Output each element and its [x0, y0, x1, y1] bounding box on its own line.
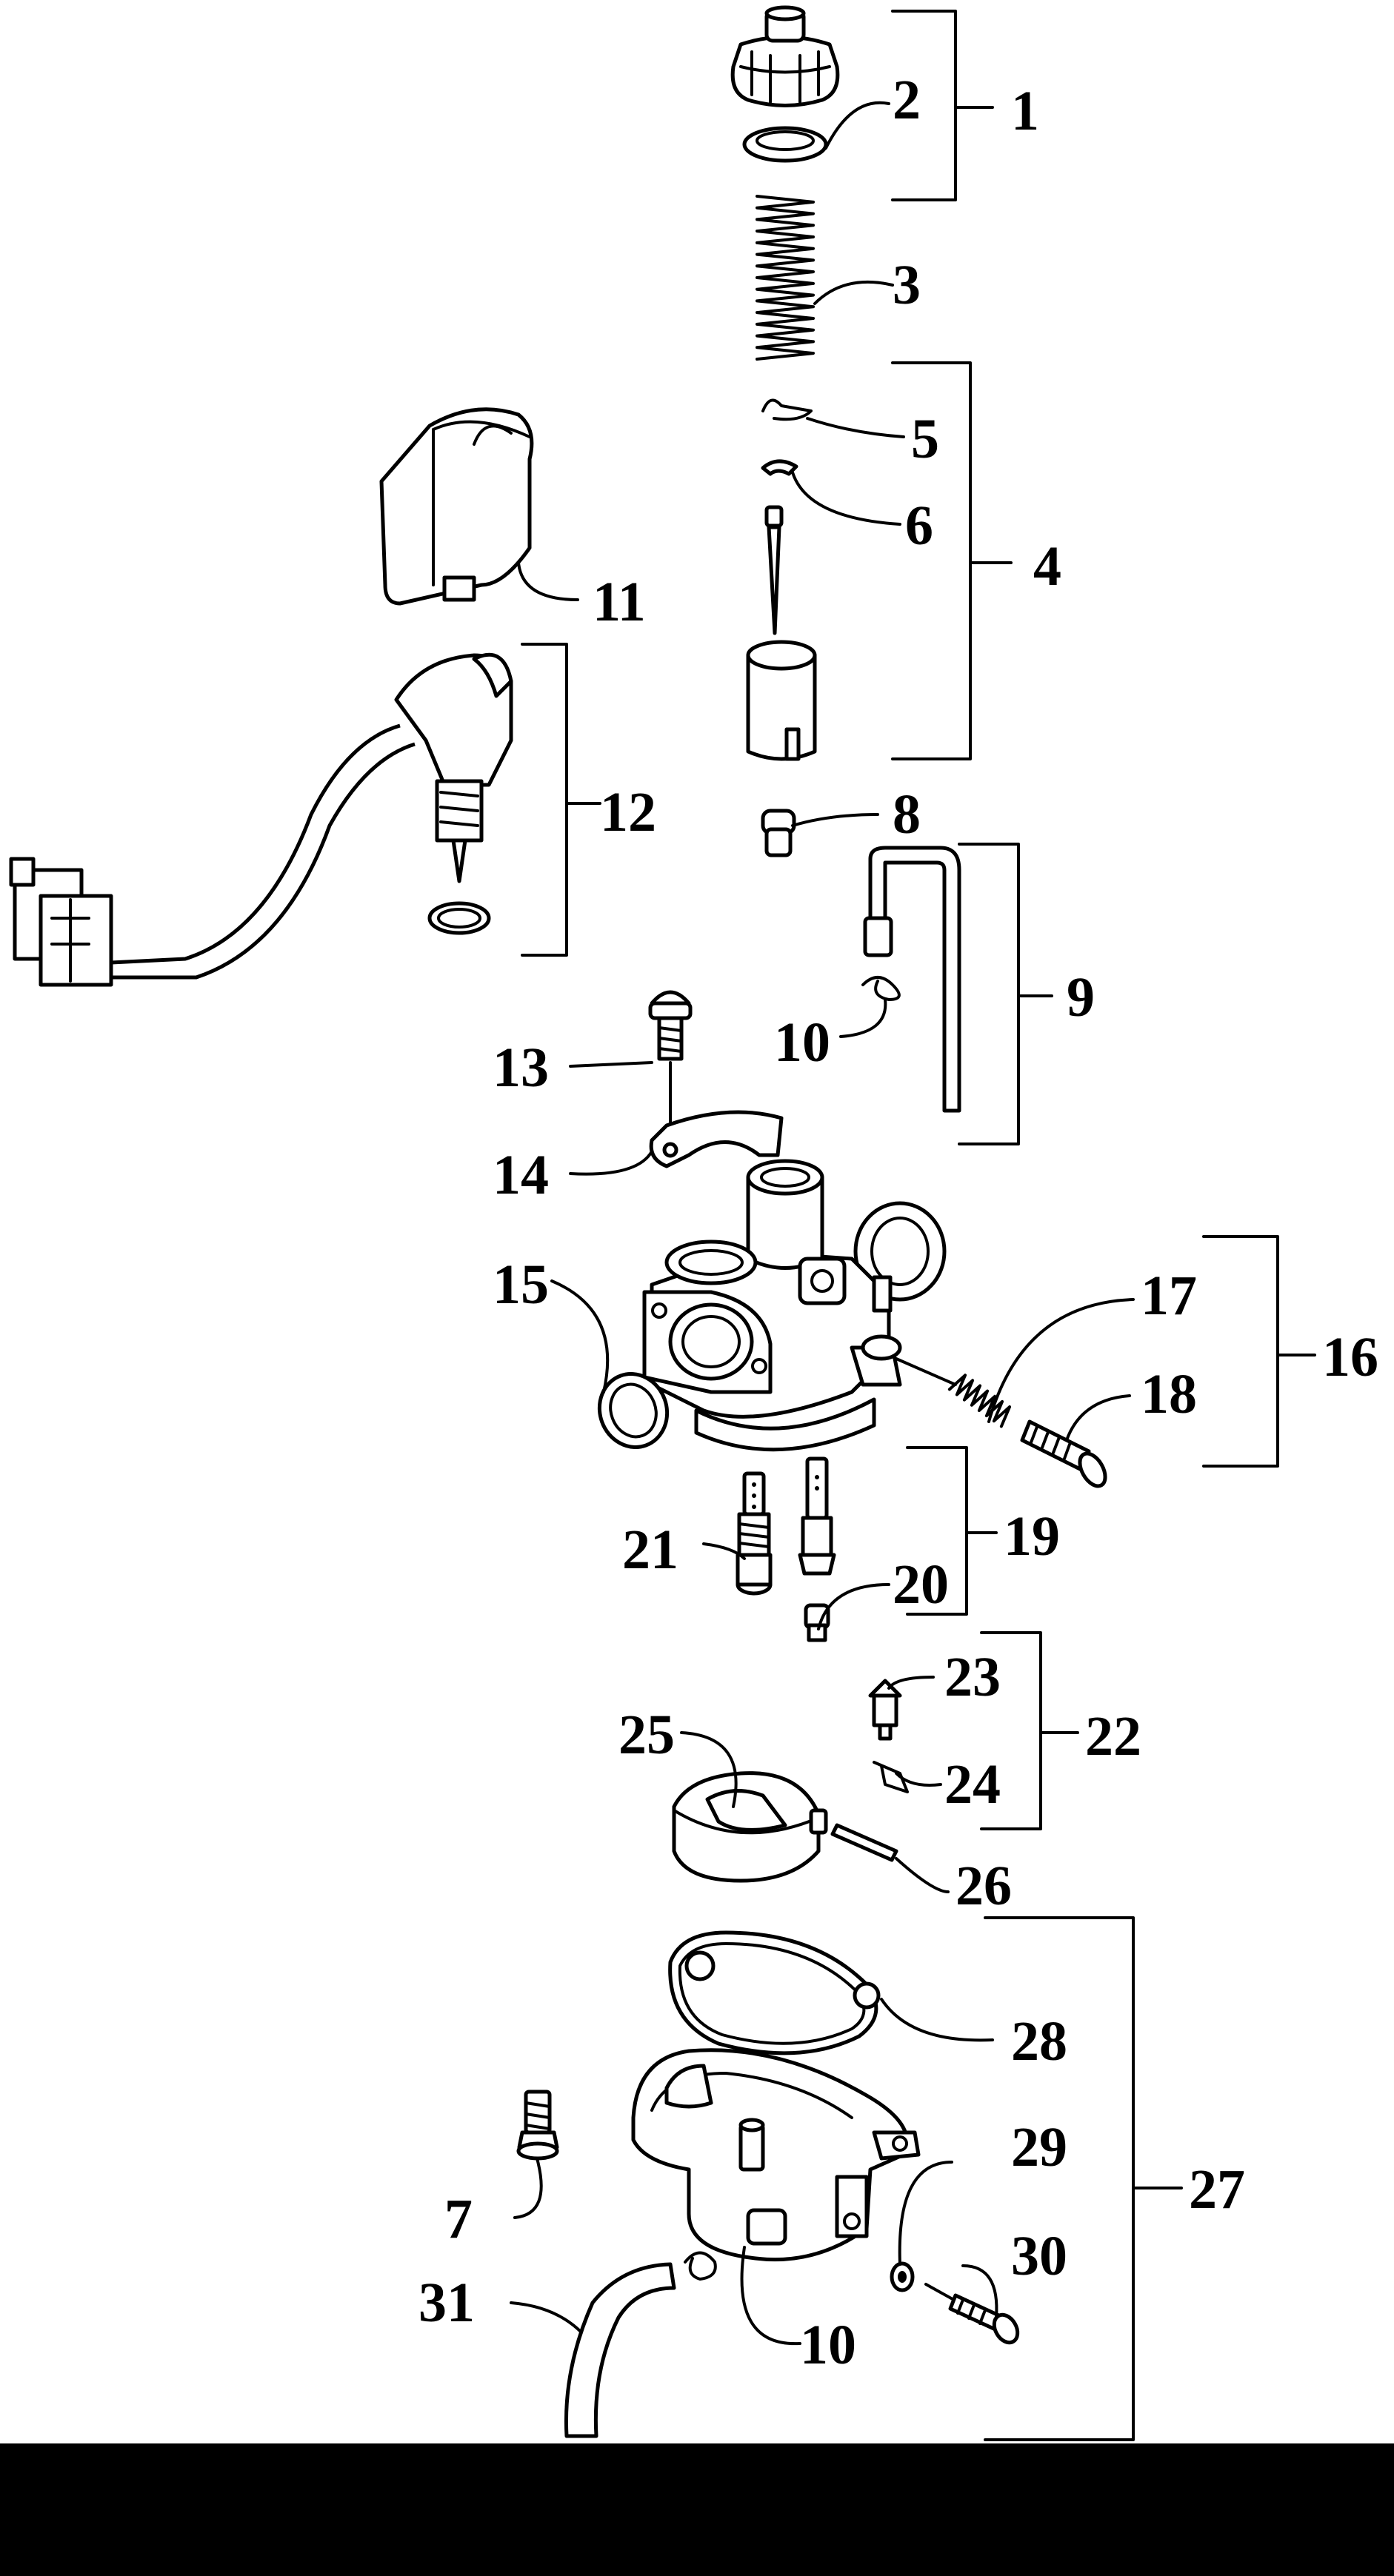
part-10-clamp-bottom: [684, 2251, 717, 2281]
callout-10-bottom: 10: [800, 2314, 856, 2376]
part-24-clip: [873, 1761, 909, 1793]
callout-labels: 1 2 3 5 6 4 11 8 12 9 10 13 14 15 17 16 …: [418, 69, 1378, 2376]
part-21-jet: [736, 1471, 773, 1596]
callout-5: 5: [911, 408, 939, 470]
part-7-bolt: [516, 2090, 559, 2161]
part-17-spring: [947, 1374, 1012, 1428]
part-31-hose: [564, 2262, 676, 2438]
bottom-black-bar: [0, 2443, 1394, 2576]
part-10-clamp-top: [861, 976, 901, 1001]
part-19-jet: [798, 1456, 836, 1576]
part-carburetor-body: [642, 1159, 947, 1452]
part-29-washer: [890, 2261, 915, 2292]
part-clip: [761, 398, 813, 421]
part-vent-tube: [863, 846, 961, 1113]
callout-10-top: 10: [774, 1011, 830, 1074]
part-25-float: [672, 1771, 828, 1883]
callout-6: 6: [905, 495, 933, 557]
part-8-fitting: [761, 809, 796, 857]
part-12-wire-harness: [110, 723, 416, 980]
callout-30: 30: [1011, 2225, 1067, 2287]
part-20-main-jet: [804, 1603, 830, 1642]
callout-29: 29: [1011, 2116, 1067, 2178]
part-14-bracket: [649, 1110, 784, 1168]
part-12-sensor: [394, 652, 513, 935]
part-23-float-needle: [868, 1679, 902, 1741]
leader-lines: [510, 101, 1135, 2346]
callout-2: 2: [893, 69, 921, 131]
part-throttle-slide: [746, 640, 817, 761]
part-11-cover: [379, 407, 534, 606]
callout-17: 17: [1141, 1265, 1197, 1327]
part-13-screw: [648, 990, 693, 1142]
callout-8: 8: [893, 783, 921, 846]
callout-4: 4: [1033, 535, 1061, 598]
callout-27: 27: [1189, 2158, 1245, 2221]
callout-26: 26: [956, 1855, 1012, 1917]
callout-7: 7: [444, 2188, 473, 2250]
callout-12: 12: [600, 781, 656, 843]
group-brackets: [521, 10, 1316, 2441]
callout-18: 18: [1141, 1363, 1197, 1425]
callout-28: 28: [1011, 2010, 1067, 2072]
callout-19: 19: [1004, 1505, 1060, 1568]
callout-25: 25: [618, 1704, 675, 1766]
part-27-float-bowl: [631, 2048, 921, 2262]
part-18-pilot-screw: [895, 1357, 1107, 1488]
part-12-connector: [9, 857, 113, 987]
callout-21: 21: [622, 1519, 678, 1581]
part-washer: [742, 126, 828, 163]
callout-11: 11: [593, 571, 646, 633]
part-28-gasket: [668, 1930, 881, 2055]
callout-9: 9: [1067, 966, 1095, 1028]
callout-23: 23: [944, 1646, 1001, 1708]
part-jet-needle: [764, 505, 784, 635]
callout-16: 16: [1322, 1326, 1378, 1388]
callout-14: 14: [493, 1144, 549, 1206]
part-30-drain-screw: [924, 2283, 1020, 2345]
part-top-cap: [730, 5, 840, 107]
callout-13: 13: [493, 1037, 549, 1099]
callout-15: 15: [493, 1254, 549, 1316]
part-15-o-ring: [597, 1372, 670, 1449]
callout-3: 3: [893, 254, 921, 316]
part-e-ring: [761, 459, 798, 476]
callout-24: 24: [944, 1753, 1001, 1816]
callout-22: 22: [1085, 1705, 1141, 1767]
part-spring: [756, 195, 815, 361]
callout-20: 20: [893, 1553, 949, 1616]
callout-1: 1: [1011, 80, 1039, 142]
part-26-pin: [830, 1823, 898, 1862]
callout-31: 31: [418, 2272, 475, 2334]
